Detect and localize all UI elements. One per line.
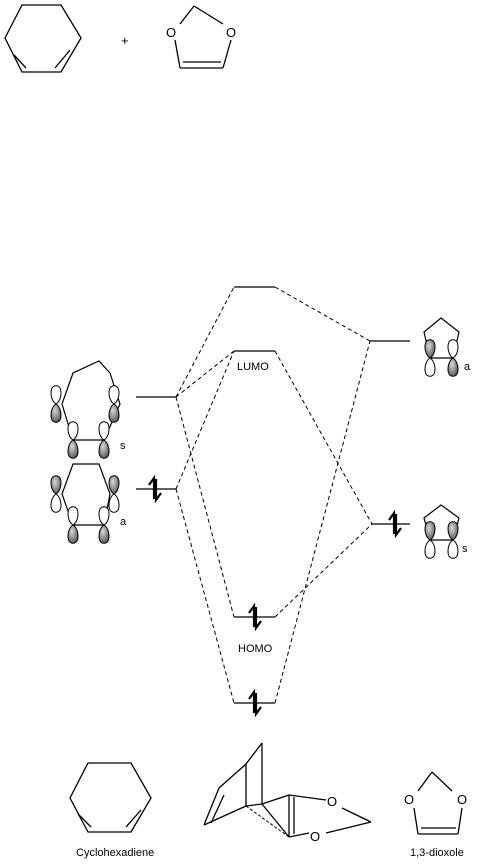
- correlation-lines: [175, 286, 373, 704]
- energy-levels: [136, 286, 410, 704]
- cyclohexadiene-reactant: [4, 4, 82, 73]
- dioxole-reactant: O O: [166, 5, 236, 69]
- dioxole-label: 1,3-dioxole: [410, 847, 464, 859]
- homo-label: HOMO: [238, 643, 273, 655]
- plus-sign: +: [121, 33, 129, 48]
- dioxole-upper-symmetry: a: [464, 361, 471, 373]
- dioxole-oxygen-2: O: [226, 25, 236, 40]
- diels-alder-adduct: O O: [203, 742, 372, 844]
- diene-orbital-s: s: [50, 360, 126, 459]
- dioxole-product-oxygen-2: O: [457, 792, 467, 807]
- dioxole-orbital-a: a: [423, 317, 471, 377]
- diene-orbital-a: a: [50, 463, 127, 544]
- dioxole-product-oxygen-1: O: [404, 792, 414, 807]
- adduct-oxygen-1: O: [327, 794, 337, 809]
- lumo-label: LUMO: [237, 361, 269, 373]
- diene-lower-symmetry: a: [120, 516, 127, 528]
- cyclohexadiene-label: Cyclohexadiene: [76, 847, 154, 859]
- cyclohexadiene-structure: [69, 762, 152, 833]
- dioxole-oxygen-1: O: [166, 25, 176, 40]
- adduct-oxygen-2: O: [310, 829, 320, 844]
- diene-upper-symmetry: s: [120, 440, 126, 452]
- dioxole-structure: O O: [404, 771, 467, 835]
- dioxole-lower-symmetry: s: [462, 543, 468, 555]
- dioxole-orbital-s: s: [423, 504, 468, 559]
